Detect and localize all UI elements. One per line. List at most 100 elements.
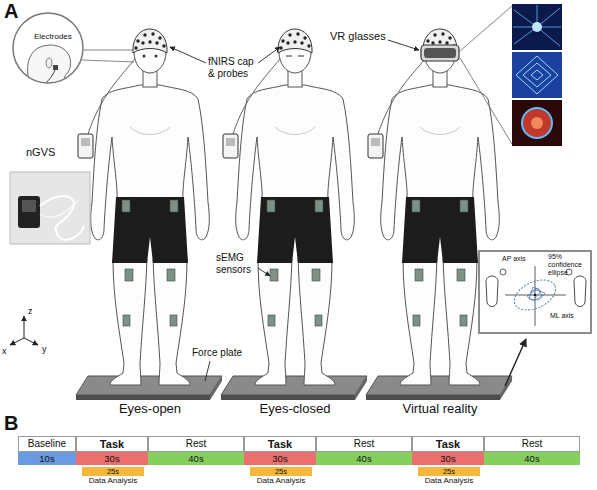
vr-scenes: [512, 4, 562, 50]
electrode-inset: [40, 70, 55, 90]
force-plates: [366, 376, 512, 395]
inset-circle: [12, 12, 84, 84]
force-plates: [76, 376, 512, 400]
vr-scenes: [531, 117, 543, 129]
ngvs-photo: [10, 172, 90, 244]
electrode-inset: [82, 60, 134, 62]
electrode-inset: [84, 50, 133, 51]
condition-label: Virtual reality: [380, 402, 500, 417]
phase-duration: 30s: [244, 452, 316, 465]
force-plates: [210, 376, 222, 400]
axis-letter: z: [28, 306, 33, 316]
axes: [10, 316, 38, 345]
vr-scenes: [460, 6, 512, 51]
inset-label: Electrodes: [34, 32, 80, 41]
analysis-duration: 25s: [250, 467, 312, 476]
vr-scenes: [522, 108, 552, 138]
axis-label: 95% confidence ellipse: [548, 253, 590, 277]
callout-label: Force plate: [192, 347, 242, 359]
stabilogram-inset: [500, 269, 506, 275]
stabilogram-inset: [486, 276, 498, 307]
timeline-segment: Task30s: [76, 436, 148, 465]
ngvs-photo: [18, 196, 40, 228]
phase-duration: 10s: [18, 452, 76, 465]
human-figures: [78, 29, 209, 385]
vr-scenes: [516, 56, 558, 94]
electrode-inset: [53, 65, 58, 70]
timeline-segment: Baseline10s: [18, 436, 76, 465]
stabilogram-inset: [527, 287, 545, 301]
vr-scenes: [532, 22, 542, 32]
ngvs-photo: [40, 200, 78, 217]
ngvs-photo: [10, 172, 90, 244]
stabilogram-inset: [535, 266, 536, 326]
vr-headset: [421, 45, 459, 61]
phase-name: Rest: [316, 436, 412, 452]
panel-letter: B: [4, 412, 18, 435]
phase-name: Task: [76, 436, 148, 452]
timeline-segment: Rest40s: [148, 436, 244, 465]
callout-label: fNIRS cap & probes: [208, 56, 258, 79]
force-plates: [76, 376, 222, 395]
phase-name: Task: [244, 436, 316, 452]
leader-lines: [505, 339, 526, 386]
electrode-inset: [46, 58, 52, 68]
inset-circle: [13, 13, 83, 83]
force-plates: [76, 395, 210, 400]
timeline-segment: Rest40s: [316, 436, 412, 465]
eyes-open: [143, 55, 158, 58]
phase-name: Task: [412, 436, 484, 452]
force-plates: [500, 376, 512, 400]
analysis-window: 25sData Analysis: [82, 467, 144, 486]
axes: [10, 338, 24, 345]
phase-name: Baseline: [18, 436, 76, 452]
timeline-segment: Task30s: [244, 436, 316, 465]
vr-scenes: [460, 58, 512, 144]
axis-label: AP axis: [502, 255, 526, 263]
analysis-window: 25sData Analysis: [418, 467, 480, 486]
ngvs-photo: [40, 196, 84, 240]
human-figures: [223, 29, 354, 385]
stabilogram-inset: [505, 295, 566, 296]
phase-duration: 40s: [148, 452, 244, 465]
eyes-closed: [286, 56, 304, 57]
analysis-duration: 25s: [418, 467, 480, 476]
phase-name: Rest: [484, 436, 580, 452]
analysis-label: Data Analysis: [82, 476, 144, 486]
axes: [24, 338, 38, 345]
panel-letter: A: [4, 0, 18, 23]
stabilogram-inset: [510, 274, 561, 316]
eyes-open: [155, 55, 158, 58]
vr-headset: [424, 48, 456, 58]
analysis-label: Data Analysis: [418, 476, 480, 486]
vr-scenes: [512, 52, 562, 98]
device-label: nGVS: [26, 146, 55, 159]
axis-letter: x: [2, 346, 7, 356]
stabilogram-inset: [486, 266, 586, 326]
axis-label: ML axis: [550, 312, 574, 320]
leader-lines: [170, 40, 526, 386]
vr-scenes: [513, 5, 561, 46]
axes: [24, 316, 25, 338]
callout-label: sEMG sensors: [216, 252, 258, 275]
stabilogram-inset: AP axis 95% confidence ellipse ML axis: [478, 250, 592, 334]
timeline-segment: Rest40s: [484, 436, 580, 465]
leader-lines: [205, 361, 210, 381]
phase-duration: 30s: [76, 452, 148, 465]
phase-duration: 40s: [484, 452, 580, 465]
analysis-window: 25sData Analysis: [250, 467, 312, 486]
leader-lines: [388, 40, 419, 50]
callout-label: VR glasses: [330, 30, 386, 43]
vr-scenes: [460, 4, 562, 146]
timeline-segment: Task30s: [412, 436, 484, 465]
ngvs-photo: [22, 200, 36, 212]
force-plates: [221, 395, 355, 400]
leader-lines: [170, 47, 206, 63]
electrode-inset: Electrodes: [12, 12, 84, 84]
analysis-label: Data Analysis: [250, 476, 312, 486]
condition-label: Eyes-closed: [235, 402, 355, 417]
force-plates: [355, 376, 367, 400]
force-plates: [366, 395, 500, 400]
